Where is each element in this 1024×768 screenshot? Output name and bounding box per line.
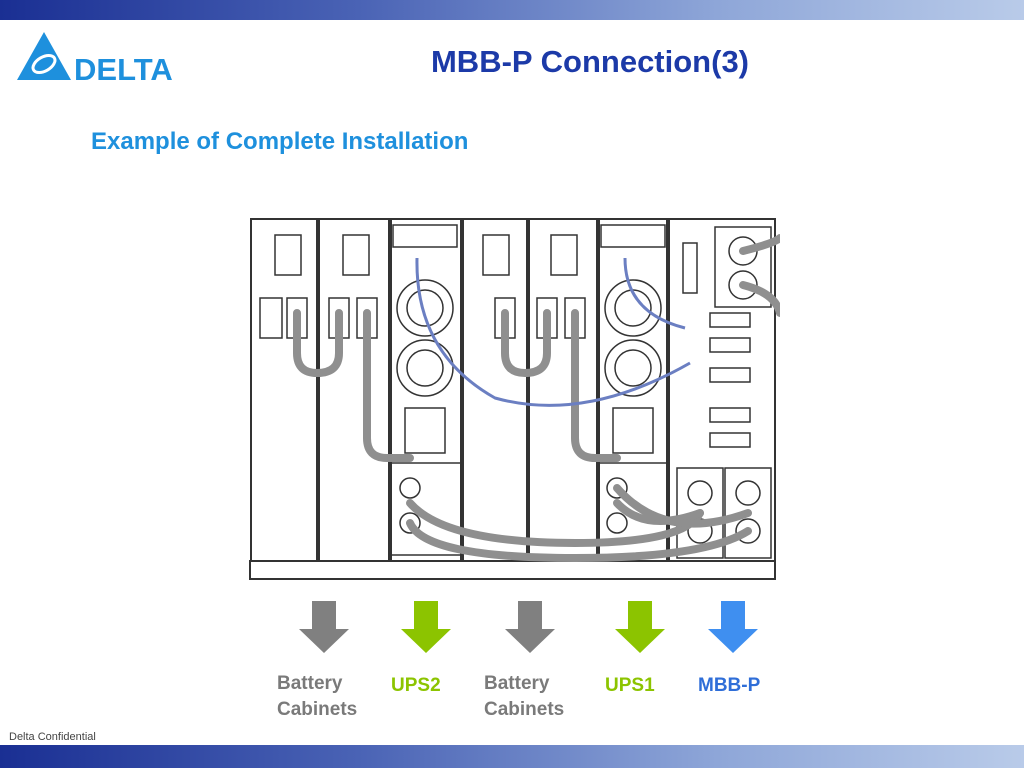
label-line: Cabinets bbox=[277, 699, 358, 720]
battery-cabinets-arrow-2 bbox=[503, 601, 557, 655]
ups2-label: UPS2 bbox=[391, 675, 441, 696]
label-line: Battery bbox=[277, 673, 343, 694]
confidential-footer: Delta Confidential bbox=[9, 731, 96, 743]
delta-logo: DELTA bbox=[14, 28, 179, 87]
ups2-arrow bbox=[399, 601, 453, 655]
battery-cabinets-label-1: Battery Cabinets bbox=[277, 671, 357, 723]
delta-logo-text: DELTA bbox=[74, 52, 173, 84]
bottom-banner bbox=[0, 745, 1024, 768]
ups1-label: UPS1 bbox=[605, 675, 655, 696]
battery-cabinets-arrow-1 bbox=[297, 601, 351, 655]
ups1-arrow bbox=[613, 601, 667, 655]
slide-subtitle: Example of Complete Installation bbox=[91, 128, 469, 155]
mbb-p-arrow bbox=[706, 601, 760, 655]
battery-cabinets-label-2: Battery Cabinets bbox=[484, 671, 564, 723]
installation-diagram bbox=[245, 213, 784, 583]
mbb-p-label: MBB-P bbox=[698, 675, 761, 696]
slide-title: MBB-P Connection(3) bbox=[430, 44, 750, 79]
top-banner bbox=[0, 0, 1024, 20]
label-line: Battery bbox=[484, 673, 550, 694]
label-line: Cabinets bbox=[484, 699, 565, 720]
